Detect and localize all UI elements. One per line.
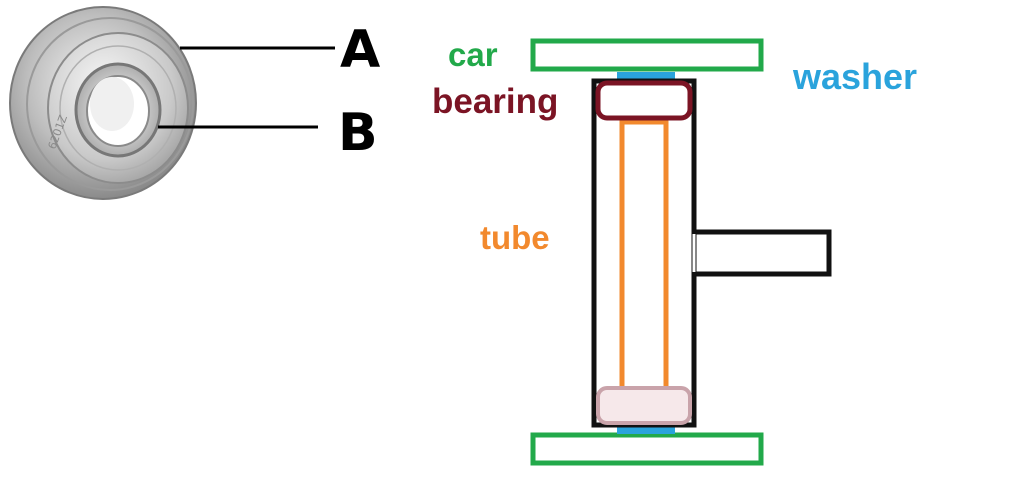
washer-bottom	[617, 425, 675, 434]
bearing-top-shape	[595, 80, 693, 121]
frame-body	[591, 78, 697, 428]
label-car: car	[448, 36, 498, 73]
bearing-shield-groove	[59, 45, 177, 171]
bearing-bottom-shape	[596, 386, 692, 425]
label-bearing: bearing	[432, 82, 558, 121]
callout-label-a: A	[340, 20, 380, 80]
assembly-diagram	[530, 38, 832, 466]
tube-shape	[619, 119, 669, 395]
callout-label-b: B	[338, 103, 378, 163]
bearing-photo: 6201Z	[9, 6, 197, 200]
car-plate-bottom	[530, 432, 764, 466]
frame-arm	[691, 229, 832, 277]
label-washer: washer	[792, 56, 917, 97]
bearing-outer-rim	[26, 17, 194, 191]
label-tube: tube	[480, 219, 550, 256]
washer-top	[617, 72, 675, 81]
bearing-bore-shadow	[90, 77, 134, 131]
car-plate-top	[530, 38, 764, 72]
